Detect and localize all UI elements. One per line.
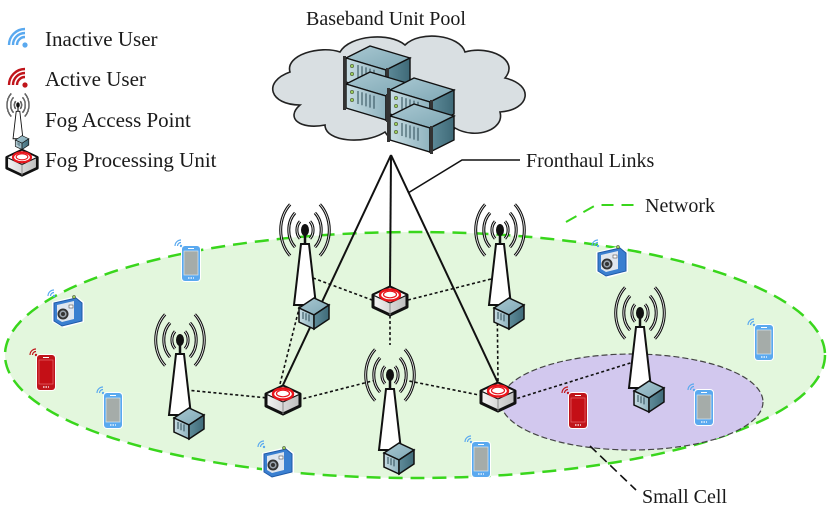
small-cell-leader-line — [589, 445, 637, 491]
inactive-user-phone — [464, 435, 491, 478]
legend-label-fog-access-point: Fog Access Point — [45, 108, 191, 132]
fog-dotted-links — [185, 277, 641, 401]
fog-access-point — [614, 286, 666, 414]
fog-access-point — [279, 203, 331, 331]
inactive-user-signal-icon — [7, 27, 28, 48]
fog-access-point-glyph — [6, 92, 30, 151]
fronthaul-leader-line — [407, 159, 520, 194]
fog-processing-unit-icon — [5, 148, 39, 177]
legend-item-fog-processing-unit: Fog Processing Unit — [5, 148, 217, 177]
label-network: Network — [645, 195, 715, 217]
legend-label-fog-processing-unit: Fog Processing Unit — [45, 148, 217, 172]
fog-access-point — [474, 203, 526, 331]
fronthaul-links — [282, 154, 499, 386]
active-user-phone — [29, 348, 56, 391]
fog-processing-unit-glyph — [5, 148, 39, 177]
legend-item-fog-access-point: Fog Access Point — [6, 92, 191, 151]
legend-label-inactive-user: Inactive User — [45, 27, 158, 51]
fog-processing-unit — [371, 285, 409, 317]
inactive-user-phone — [747, 318, 774, 361]
label-fronthaul-links: Fronthaul Links — [526, 150, 655, 172]
inactive-user-phone — [96, 386, 123, 429]
fog-access-point-icon — [6, 92, 30, 151]
network-leader-line — [565, 204, 636, 223]
fog-access-point — [364, 348, 416, 476]
inactive-user-phone — [687, 383, 714, 426]
legend: Inactive User Active User Fog Access Poi… — [5, 27, 217, 177]
fog-processing-unit — [479, 381, 517, 413]
legend-item-active-user: Active User — [7, 67, 146, 91]
inactive-user-camera — [47, 289, 84, 328]
baseband-server-stack — [343, 45, 456, 154]
legend-item-inactive-user: Inactive User — [7, 27, 158, 51]
inactive-user-phone — [174, 239, 201, 282]
inactive-user-camera — [591, 239, 628, 278]
active-user-signal-icon — [7, 67, 28, 88]
active-user-phone — [561, 386, 588, 429]
label-small-cell: Small Cell — [642, 486, 727, 508]
legend-label-active-user: Active User — [45, 67, 146, 91]
inactive-user-camera — [257, 440, 294, 479]
fog-access-point — [154, 313, 206, 441]
fog-processing-unit — [264, 384, 302, 416]
title-baseband-unit-pool: Baseband Unit Pool — [306, 8, 466, 30]
